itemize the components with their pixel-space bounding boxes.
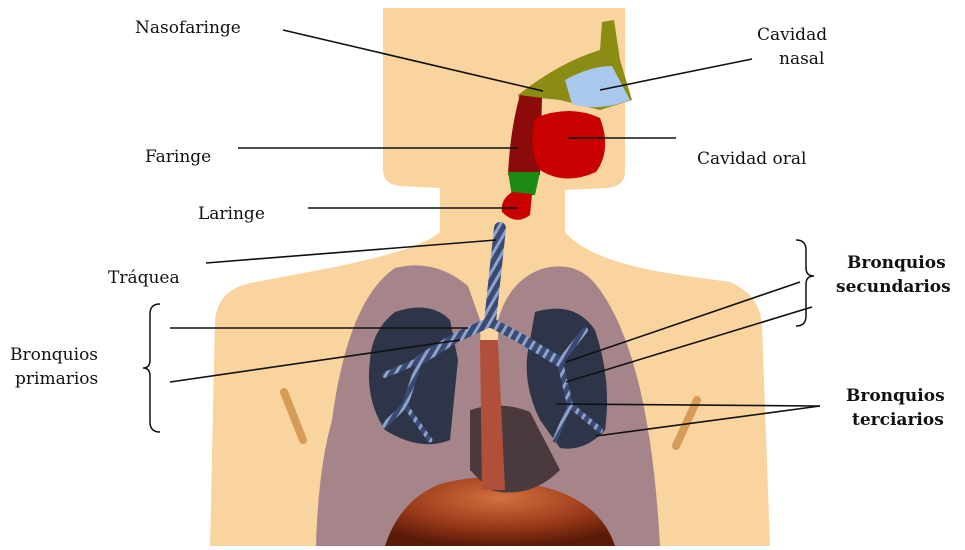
label-bronquios-primarios-2: primarios <box>15 369 98 389</box>
label-laringe: Laringe <box>198 204 265 224</box>
label-faringe: Faringe <box>145 147 211 167</box>
label-cavidad-nasal-1: Cavidad <box>757 25 827 45</box>
label-bronquios-secundarios-1: Bronquios <box>847 253 946 273</box>
label-traquea: Tráquea <box>108 268 180 288</box>
label-bronquios-secundarios-2: secundarios <box>836 277 951 297</box>
label-cavidad-oral: Cavidad oral <box>697 149 806 169</box>
label-nasofaringe: Nasofaringe <box>135 18 241 38</box>
label-bronquios-terciarios-2: terciarios <box>852 410 944 430</box>
oral-cavity <box>532 111 605 179</box>
label-bronquios-primarios-1: Bronquios <box>10 345 98 365</box>
label-cavidad-nasal-2: nasal <box>779 49 824 69</box>
bracket-primarios <box>143 304 160 432</box>
label-bronquios-terciarios-1: Bronquios <box>846 386 945 406</box>
